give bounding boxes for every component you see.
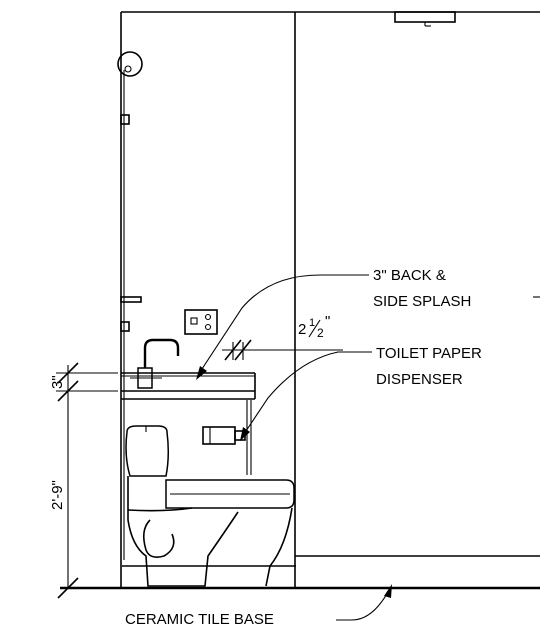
offset-dimension [222,339,343,361]
label-tp-line1: TOILET PAPER [376,345,482,362]
faucet-icon [130,338,180,389]
door-hinge [120,321,130,332]
ceiling-vent [394,11,456,27]
svg-text:1: 1 [309,317,315,329]
svg-text:": " [325,313,330,330]
height-dimension [56,362,118,599]
offset-dimension-text: 2 1 2 " [298,313,330,340]
dim-counter-height: 2'-9" [49,480,66,510]
electrical-outlet-icon [184,309,218,335]
leader-tp [240,351,372,441]
toilet-paper-dispenser-icon [202,426,246,445]
label-splash-line2: SIDE SPLASH [373,293,471,310]
toilet-icon [125,425,295,587]
leader-splash [196,274,369,380]
label-splash-line1: 3" BACK & [373,267,446,284]
label-ceramic-tile-base: CERAMIC TILE BASE [125,611,274,628]
vanity-counter [121,372,256,475]
svg-text:2: 2 [317,326,324,340]
door-stop [120,296,142,303]
door-lock-icon [117,51,143,77]
room-outline [60,11,540,590]
door-hinge [120,114,130,125]
dim-splash-height: 3" [49,375,66,389]
label-tp-line2: DISPENSER [376,371,463,388]
door-edge [117,51,143,560]
leader-base [336,584,392,621]
svg-text:2: 2 [298,321,306,338]
